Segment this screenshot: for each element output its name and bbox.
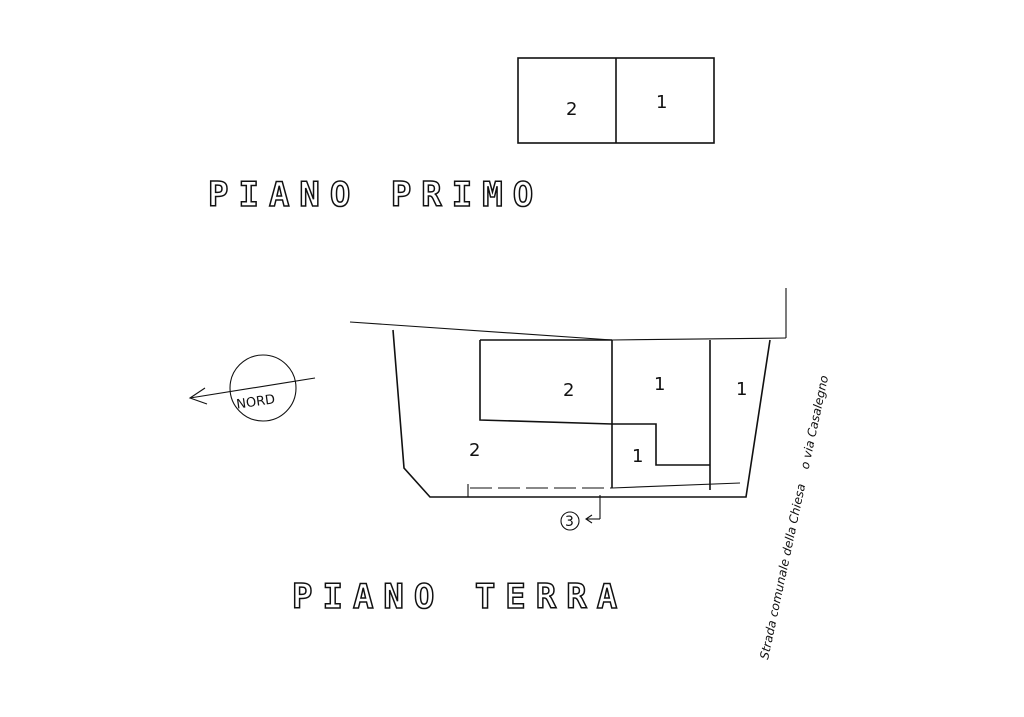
view-marker-circle: [560, 511, 580, 531]
ground-unit-1-east-label: 1: [736, 379, 747, 400]
building-1-south-line: [611, 482, 741, 489]
first-floor-title: PIANO PRIMO: [208, 175, 543, 215]
north-arrow: NORD: [188, 354, 316, 422]
ground-floor-title: PIANO TERRA: [292, 577, 627, 617]
lot-outline: [392, 329, 771, 498]
ground-unit-2-label: 2: [563, 380, 574, 401]
top-boundary-right: [611, 337, 787, 341]
road-label: Strada comunale della Chiesa o via Casal…: [757, 374, 831, 660]
view-marker-label: 3: [565, 514, 574, 530]
first-floor-unit-2-label: 2: [566, 99, 577, 120]
ground-floor-plan: 2 1 1 2 1: [349, 288, 787, 498]
first-floor-plan: 2 1: [517, 57, 715, 144]
north-arrow-shaft: [189, 377, 316, 399]
first-floor-unit-1-label: 1: [656, 92, 667, 113]
north-boundary-line: [349, 321, 613, 341]
north-arrow-circle: [229, 354, 297, 422]
view-marker: 3: [560, 495, 601, 531]
ground-unit-1-label: 1: [654, 374, 665, 395]
north-arrow-head: [188, 387, 208, 405]
building-1-step: [612, 423, 710, 466]
view-marker-arrowhead: [585, 514, 593, 524]
ground-unit-1-small-label: 1: [632, 446, 643, 467]
ground-courtyard-2-label: 2: [469, 440, 480, 461]
building-2-outline: [479, 340, 613, 425]
north-arrow-label: NORD: [235, 392, 276, 412]
